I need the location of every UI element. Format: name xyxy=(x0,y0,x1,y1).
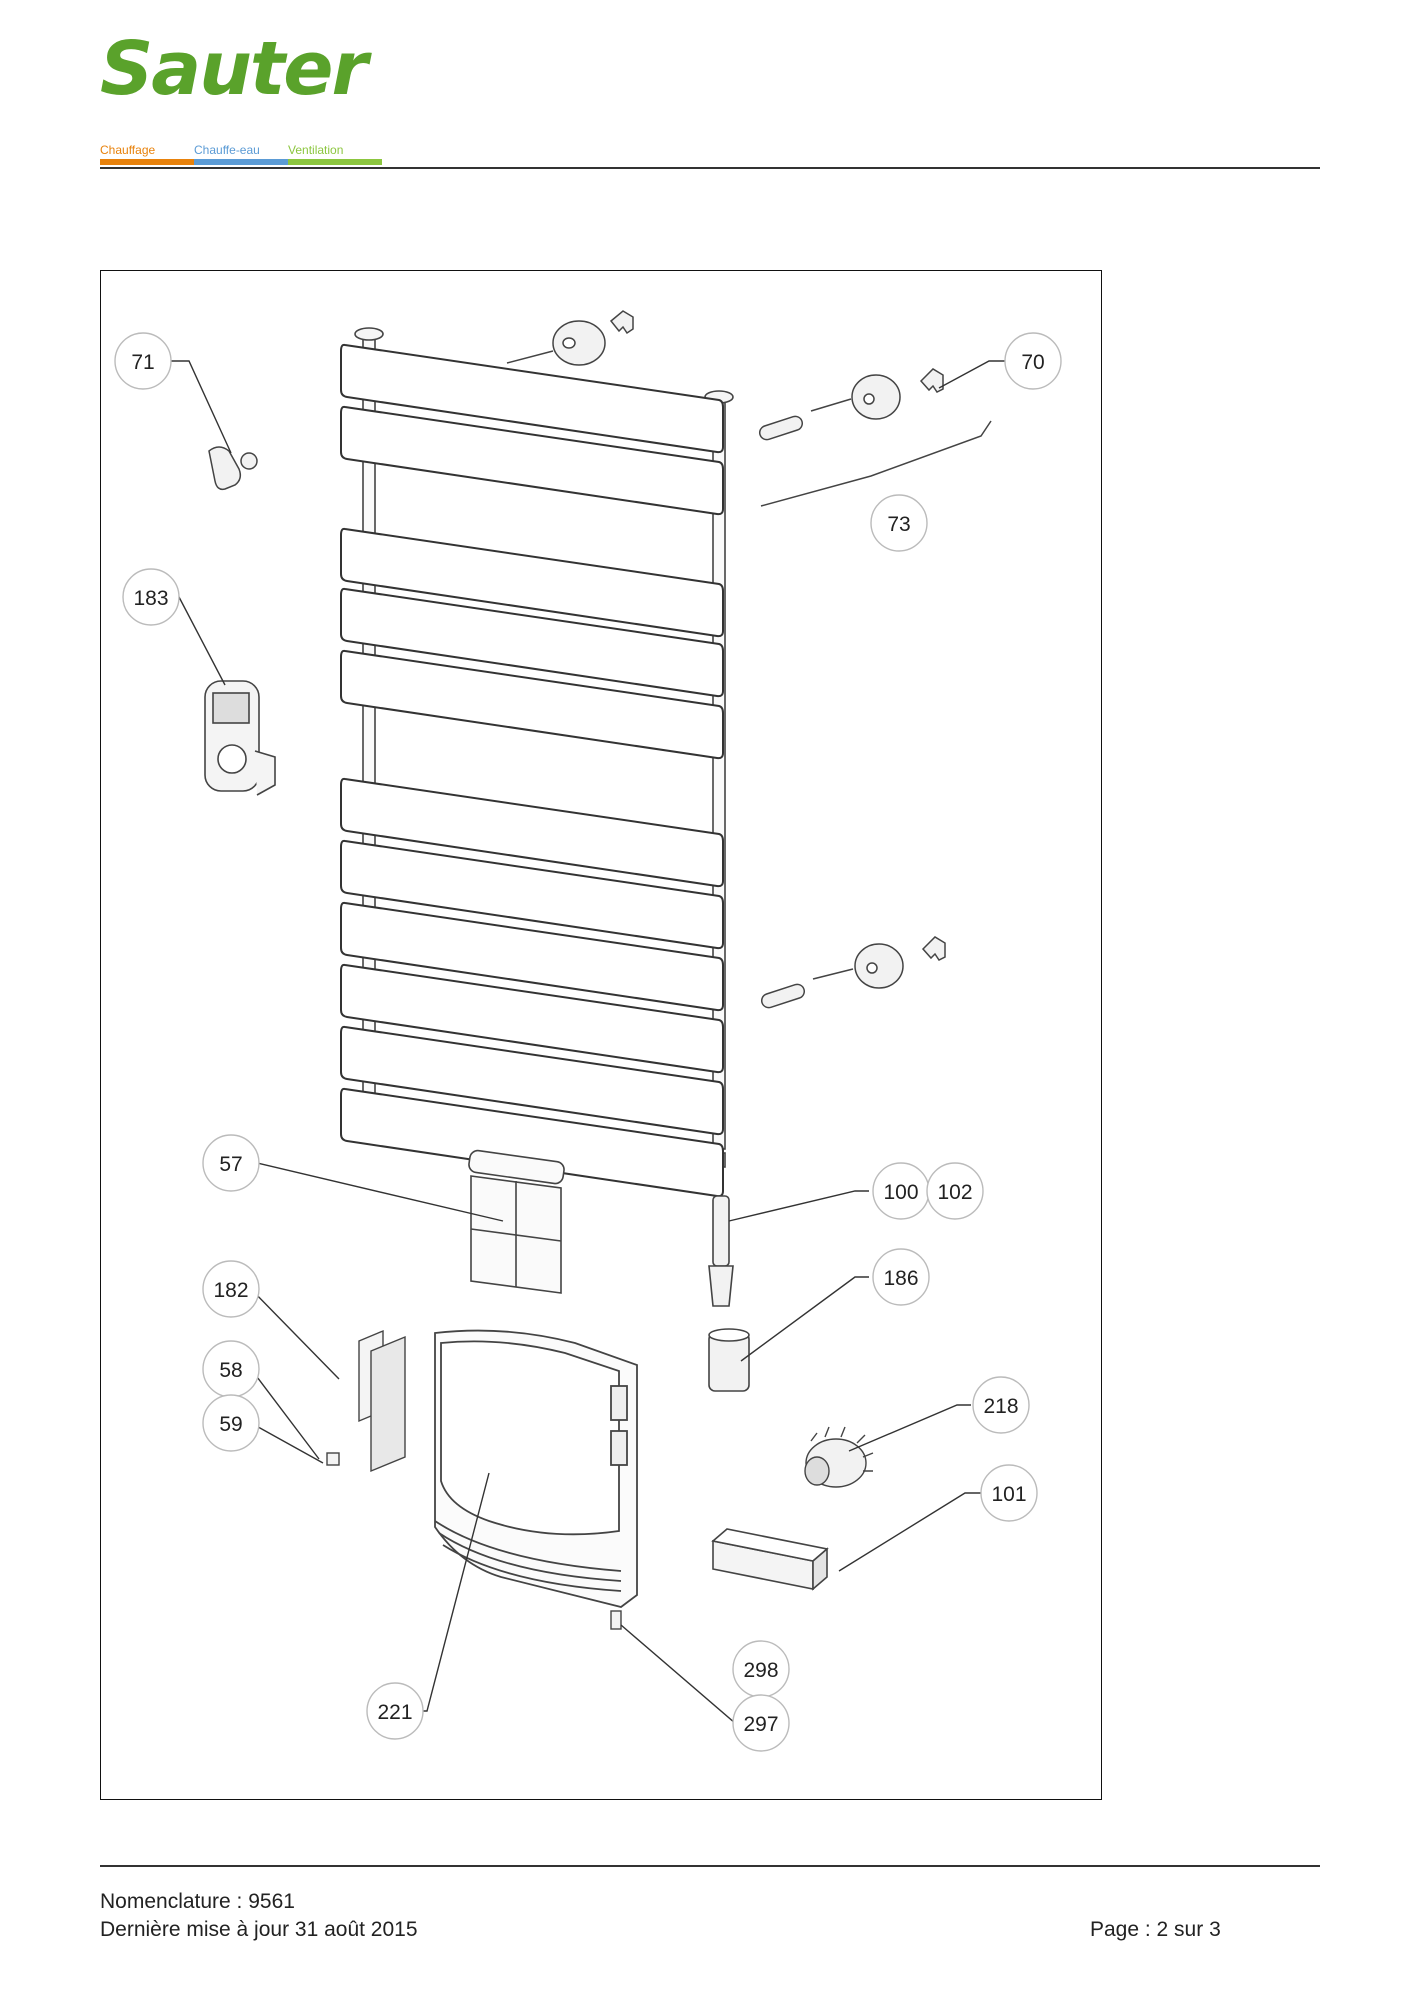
callout-101: 101 xyxy=(980,1464,1038,1522)
callout-102-text: 102 xyxy=(937,1181,972,1204)
part-100-102-element xyxy=(708,1195,734,1307)
callout-58-text: 58 xyxy=(219,1359,242,1382)
radiator-slats xyxy=(340,343,724,1198)
last-updated-text: Dernière mise à jour 31 août 2015 xyxy=(100,1918,418,1941)
part-57-filter xyxy=(468,1149,565,1294)
callout-71-text: 71 xyxy=(131,351,154,374)
callout-58: 58 xyxy=(202,1340,260,1398)
category-chauffage-label: Chauffage xyxy=(100,143,156,157)
callout-101-text: 101 xyxy=(991,1483,1026,1506)
callout-59-text: 59 xyxy=(219,1413,242,1436)
callout-182: 182 xyxy=(202,1260,260,1318)
callout-73-text: 73 xyxy=(887,513,910,536)
callout-218-text: 218 xyxy=(983,1395,1018,1418)
header-rule xyxy=(100,167,1320,169)
footer-rule xyxy=(100,1865,1320,1867)
category-bar: Chauffage Chauffe-eau Ventilation xyxy=(100,141,382,165)
part-71-key xyxy=(208,446,258,491)
callout-297-text: 297 xyxy=(743,1713,778,1736)
part-186-sleeve xyxy=(708,1328,750,1392)
towel-radiator xyxy=(340,327,734,1198)
part-183-controller xyxy=(204,680,276,796)
category-ventilation-label: Ventilation xyxy=(288,143,344,157)
callout-57: 57 xyxy=(202,1134,260,1192)
callout-57-text: 57 xyxy=(219,1153,242,1176)
category-chauffe-eau: Chauffe-eau xyxy=(194,141,288,165)
callout-100-text: 100 xyxy=(883,1181,918,1204)
exploded-parts-diagram: 71 70 73 183 57 100 102 186 xyxy=(114,310,1062,1752)
callout-70: 70 xyxy=(1004,332,1062,390)
part-218-fan xyxy=(804,1426,874,1488)
page-number-text: Page : 2 sur 3 xyxy=(1090,1918,1221,1941)
right-top-bracket xyxy=(758,368,992,507)
exploded-view-frame: 71 70 73 183 57 100 102 186 xyxy=(100,270,1102,1800)
callout-100: 100 xyxy=(872,1162,930,1220)
callout-221-text: 221 xyxy=(377,1701,412,1724)
callout-labels: 71 70 73 183 57 100 102 186 xyxy=(114,332,1062,1752)
callout-298-text: 298 xyxy=(743,1659,778,1682)
nomenclature-text: Nomenclature : 9561 xyxy=(100,1890,295,1913)
category-chauffe-eau-label: Chauffe-eau xyxy=(194,143,260,157)
callout-73: 73 xyxy=(870,494,928,552)
callout-218: 218 xyxy=(972,1376,1030,1434)
part-101-terminal-block xyxy=(711,1528,829,1591)
top-wall-bracket xyxy=(506,310,634,366)
sauter-logo: Sauter xyxy=(100,26,368,112)
right-bottom-bracket xyxy=(760,936,946,1009)
callout-183: 183 xyxy=(122,568,180,626)
category-ventilation: Ventilation xyxy=(288,141,382,165)
part-297-298-clip xyxy=(610,1610,622,1630)
callout-71: 71 xyxy=(114,332,172,390)
callout-102: 102 xyxy=(926,1162,984,1220)
callout-186: 186 xyxy=(872,1248,930,1306)
callout-186-text: 186 xyxy=(883,1267,918,1290)
callout-221: 221 xyxy=(366,1682,424,1740)
callout-297: 297 xyxy=(732,1694,790,1752)
callout-298: 298 xyxy=(732,1640,790,1698)
callout-182-text: 182 xyxy=(213,1279,248,1302)
callout-59: 59 xyxy=(202,1394,260,1452)
callout-183-text: 183 xyxy=(133,587,168,610)
callout-70-text: 70 xyxy=(1021,351,1044,374)
category-chauffage: Chauffage xyxy=(100,141,194,165)
part-182-circuit-board xyxy=(326,1329,406,1473)
